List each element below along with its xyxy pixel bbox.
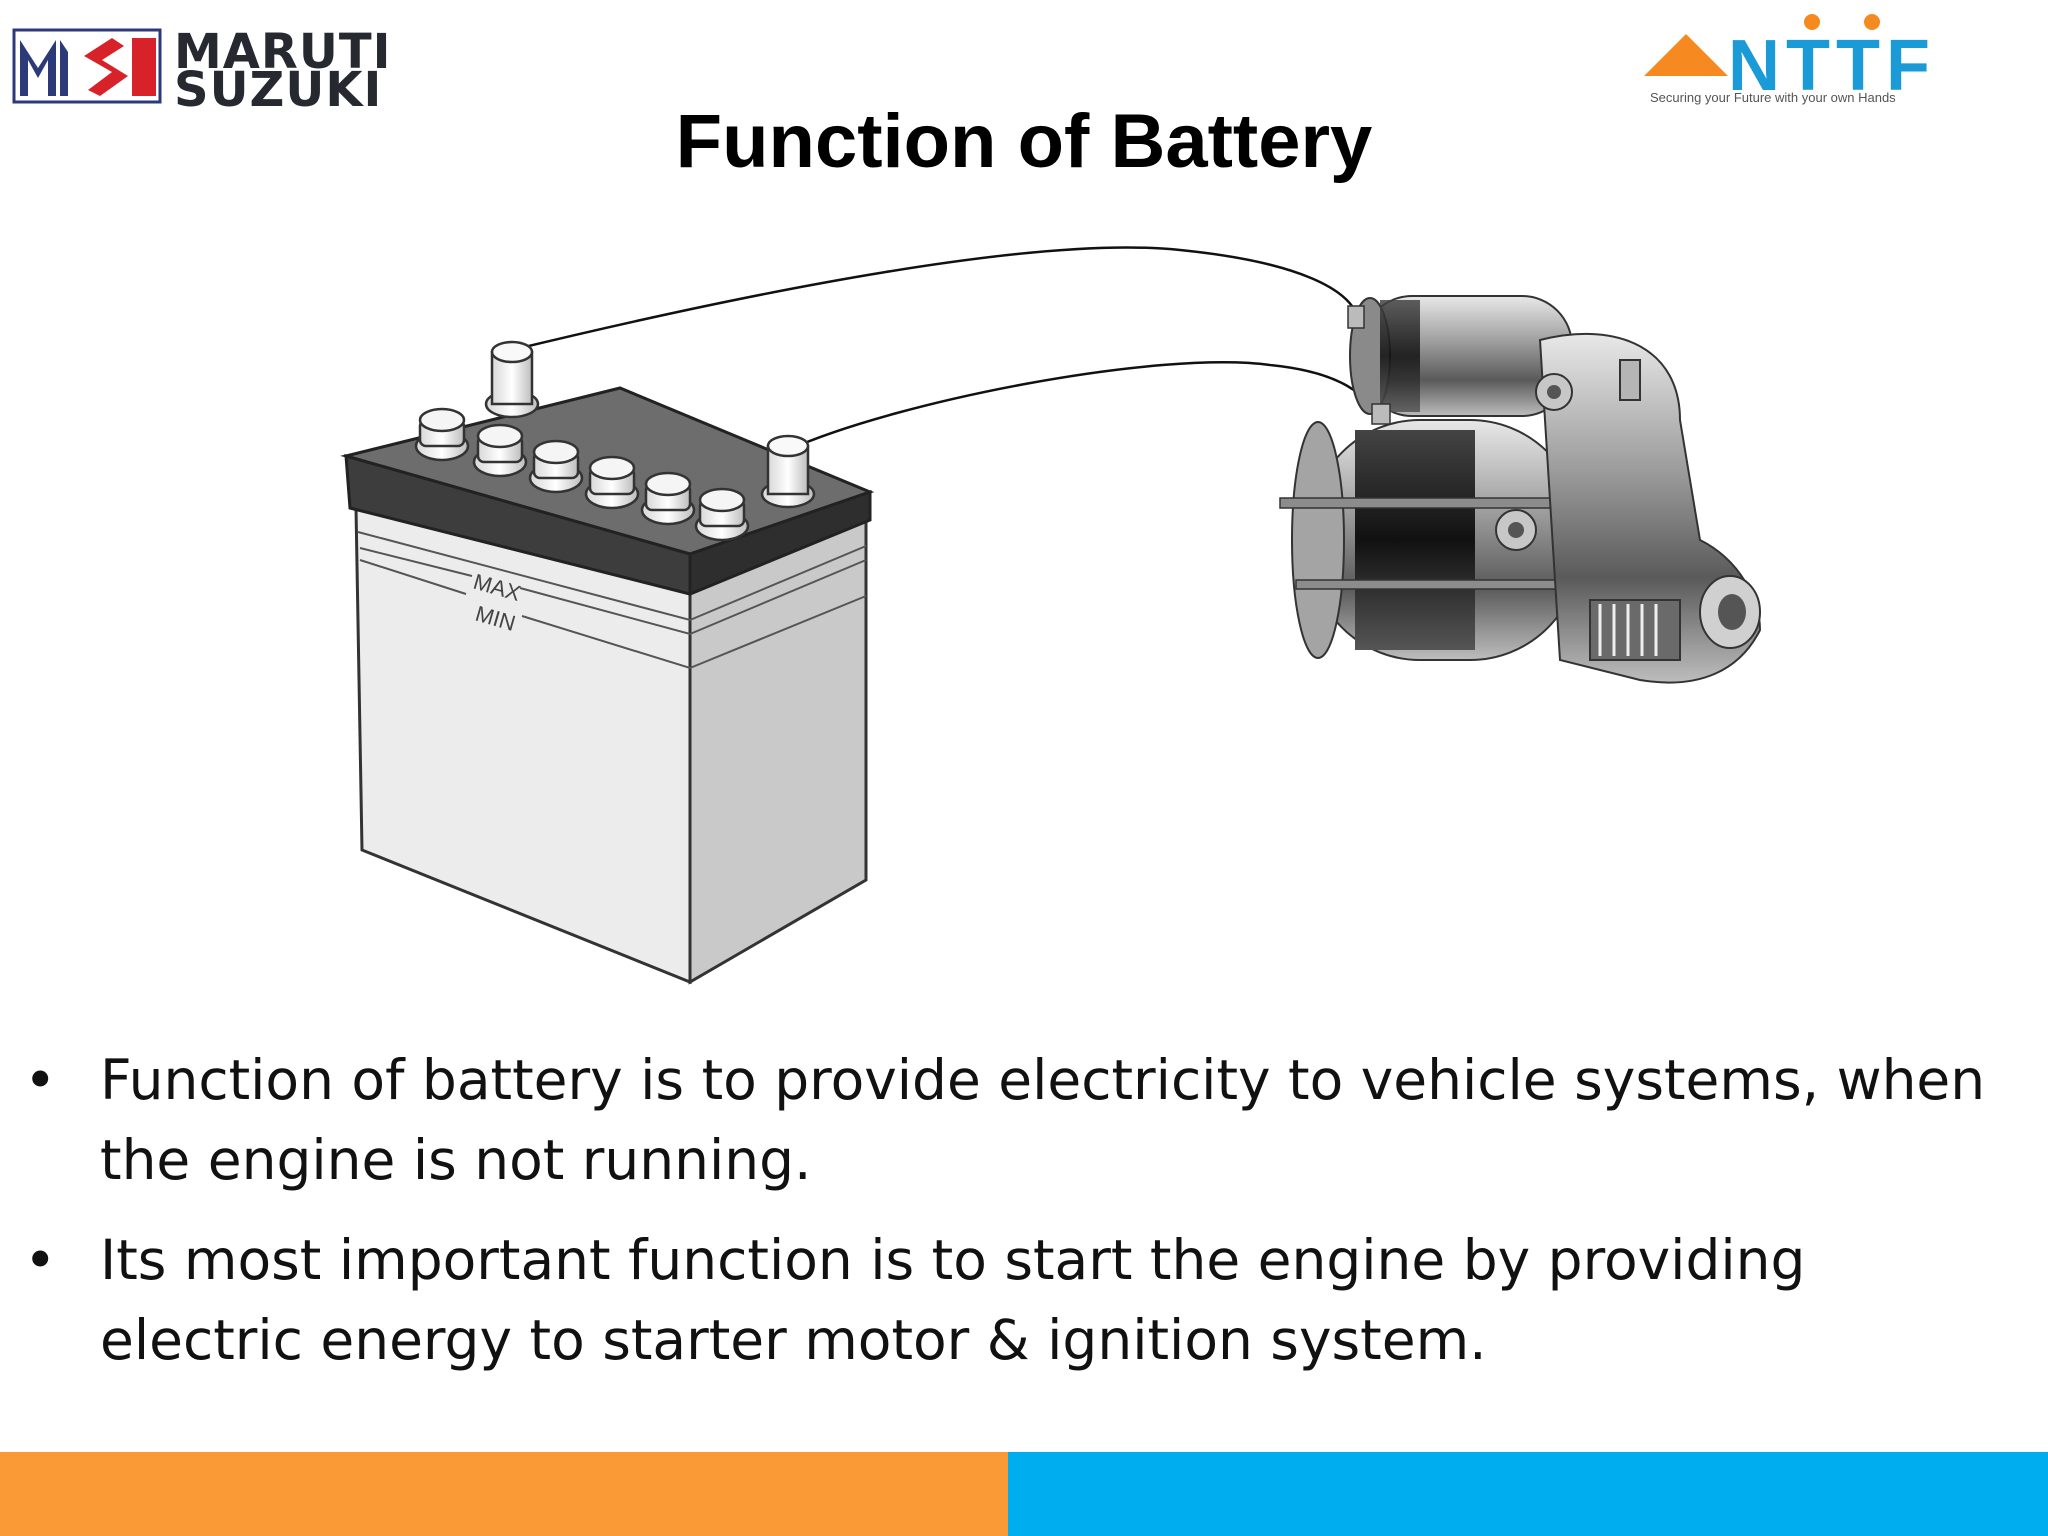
brand-line-2: SUZUKI	[174, 62, 383, 118]
car-battery-icon: MAX MIN	[340, 340, 875, 985]
nttf-logo: NTTF Securing your Future with your own …	[1640, 10, 2010, 115]
bullet-dot: •	[24, 1228, 57, 1292]
maruti-suzuki-emblem-icon	[12, 28, 162, 104]
battery-vent-caps	[414, 407, 750, 542]
bullet-text-1: Function of battery is to provide electr…	[100, 1048, 1986, 1192]
battery-terminals	[484, 340, 816, 509]
nttf-triangle-logo-icon	[1644, 14, 1880, 76]
battery-starter-illustration: MAX MIN	[340, 246, 1762, 985]
footer-band-blue	[1008, 1452, 2048, 1536]
nttf-wordmark: NTTF	[1728, 26, 1936, 106]
bullet-text-2: Its most important function is to start …	[100, 1228, 1806, 1372]
battery-cables	[511, 246, 1378, 452]
nttf-tagline: Securing your Future with your own Hands	[1650, 90, 1896, 105]
bullet-item-1: • Function of battery is to provide elec…	[24, 1040, 2024, 1200]
bullet-dot: •	[24, 1048, 57, 1112]
bullet-list: • Function of battery is to provide elec…	[24, 1040, 2024, 1400]
bullet-item-2: • Its most important function is to star…	[24, 1220, 2024, 1380]
maruti-suzuki-logo: MARUTI SUZUKI	[6, 14, 476, 114]
brand-line-1: MARUTI	[174, 24, 392, 80]
starter-motor-icon	[1279, 295, 1762, 684]
slide-title: Function of Battery	[675, 99, 1373, 184]
footer-band-orange	[0, 1452, 1008, 1536]
